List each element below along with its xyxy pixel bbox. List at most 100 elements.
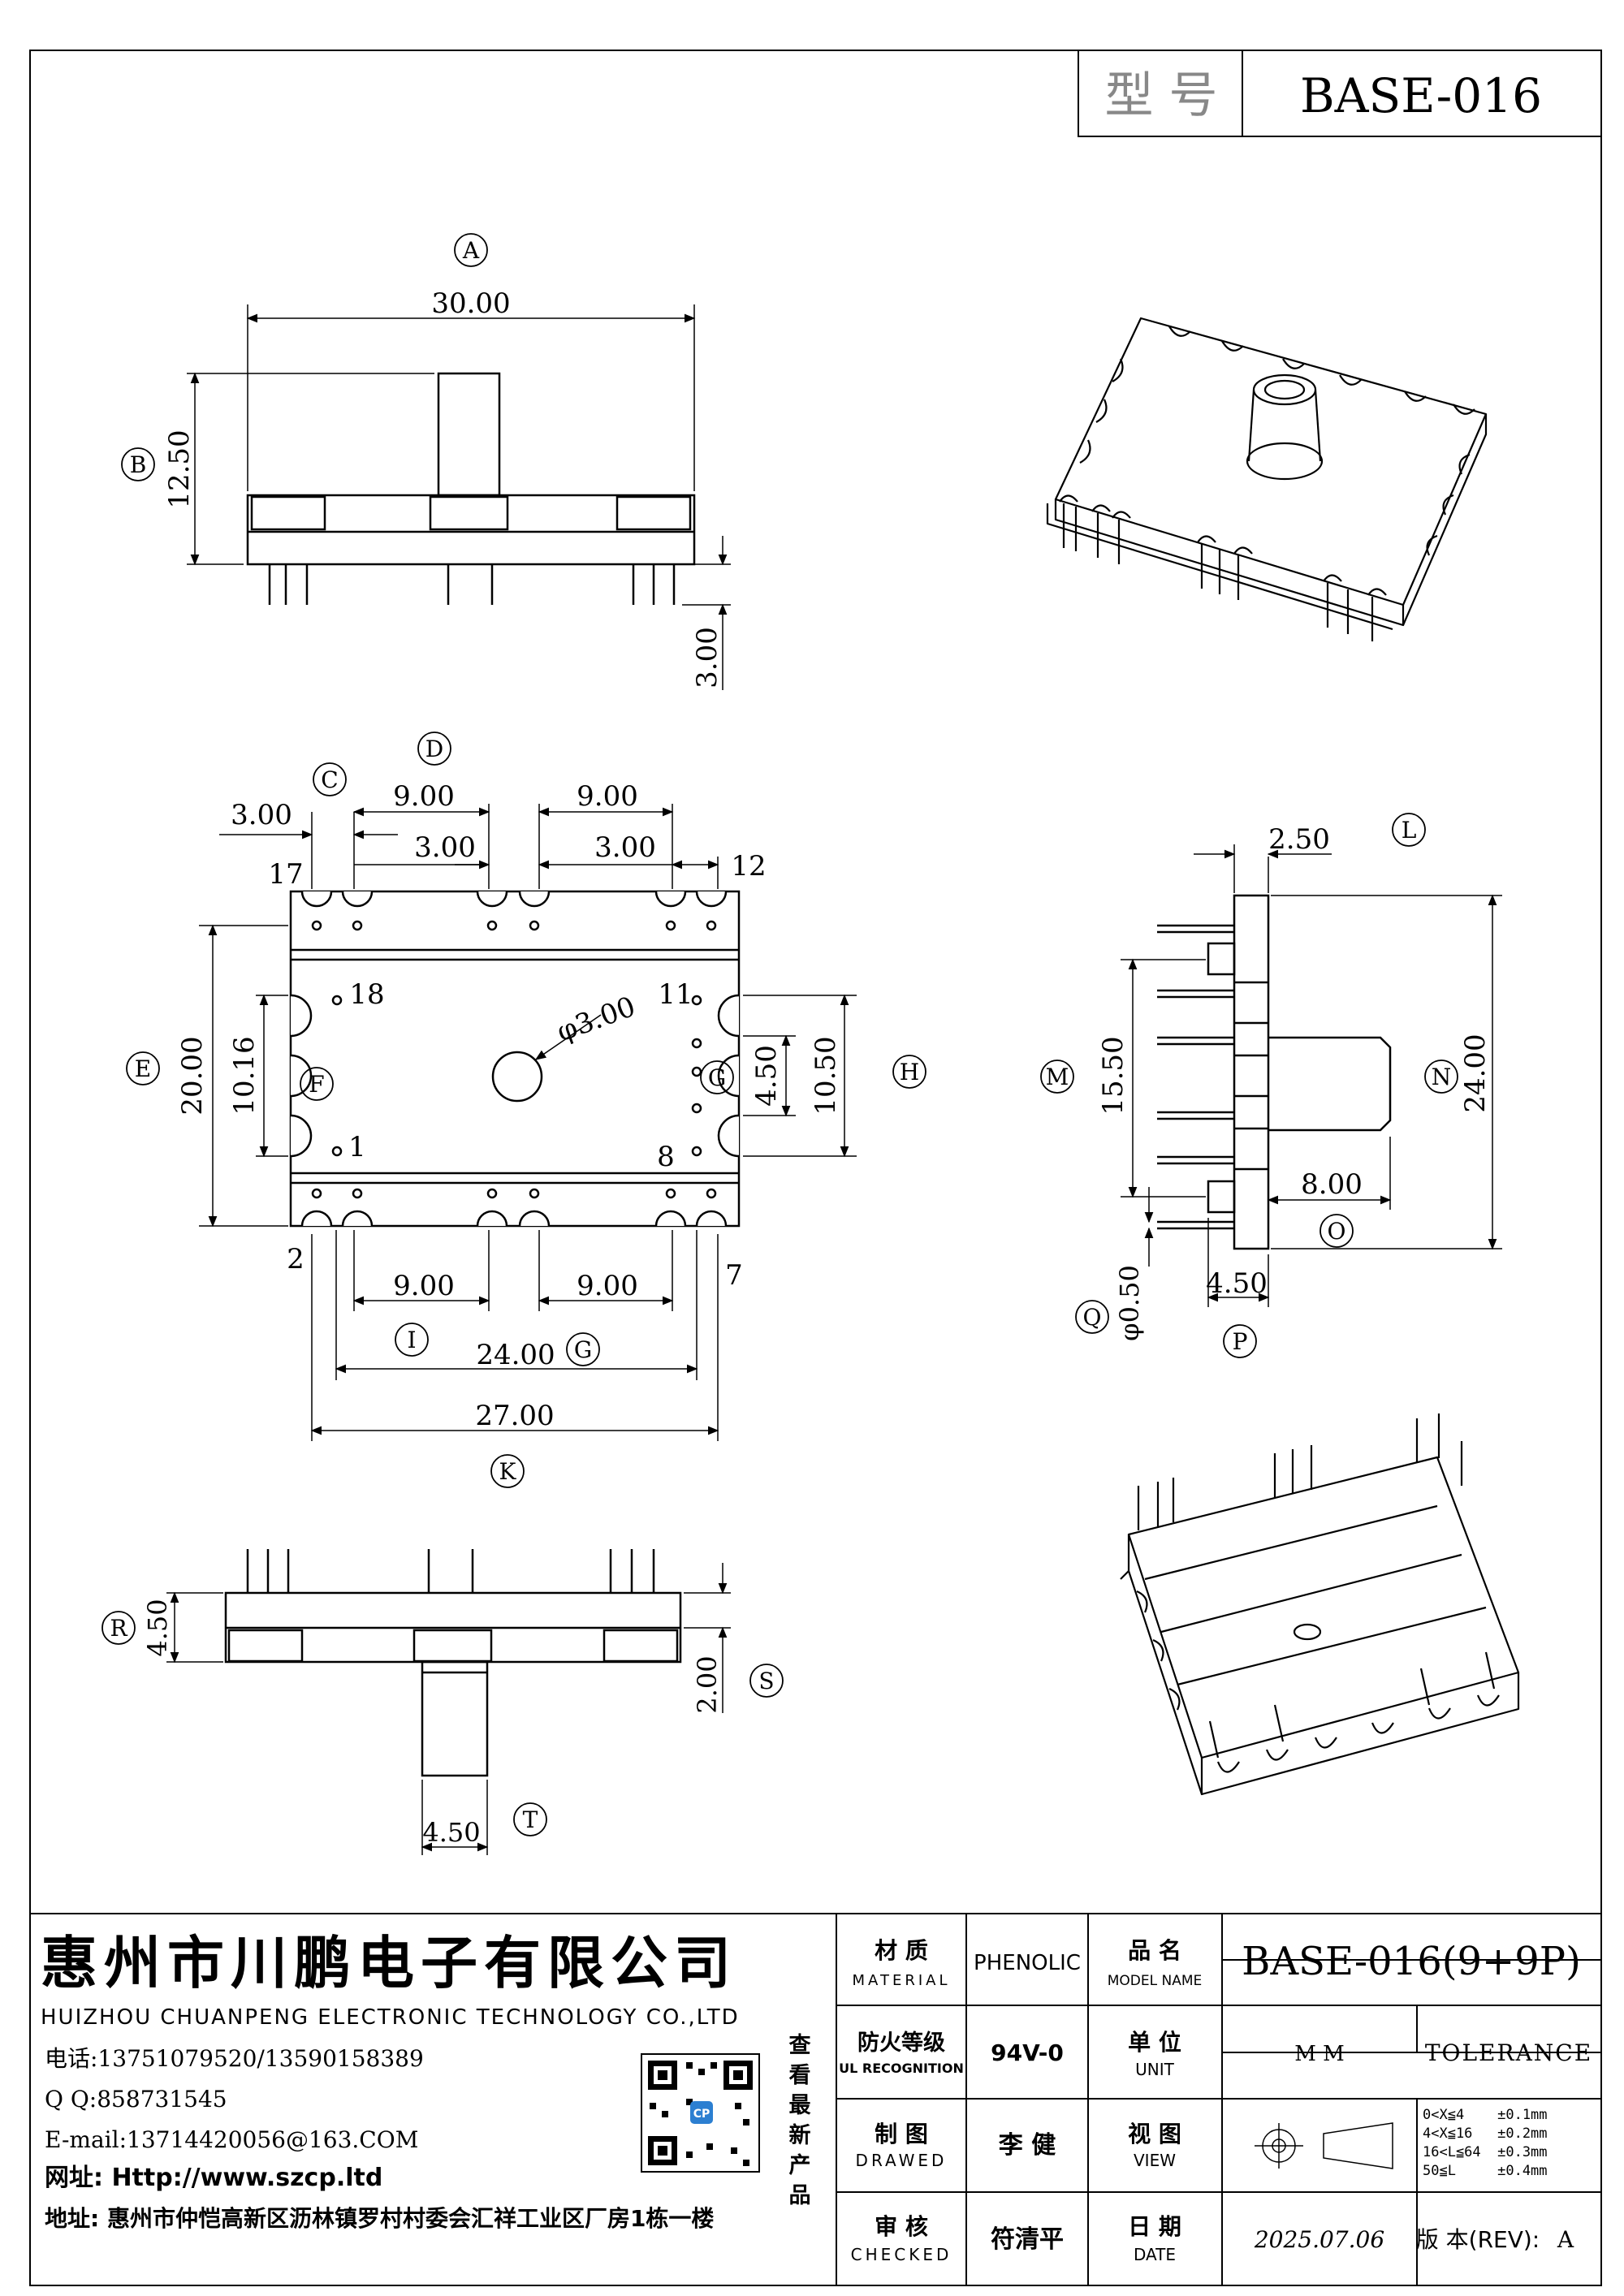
dim-value-f: 10.16 bbox=[228, 1036, 261, 1115]
company-phone: 电话:13751079520/13590158389 bbox=[45, 2045, 424, 2072]
material-label-en: MATERIAL bbox=[853, 1972, 951, 1989]
dim-value-g: 4.50 bbox=[750, 1045, 783, 1107]
tolerance-line-1: 4<X≦16 ±0.2mm bbox=[1423, 2126, 1548, 2142]
drawn-label-en: DRAWED bbox=[856, 2151, 948, 2170]
dim-value-27: 27.00 bbox=[475, 1400, 554, 1432]
tolerance-line-3: 50≦L ±0.4mm bbox=[1423, 2163, 1548, 2179]
sheet-border bbox=[29, 50, 1602, 2286]
dim-value-s: 2.00 bbox=[692, 1655, 723, 1713]
unit-label-en: UNIT bbox=[1135, 2060, 1174, 2079]
dim-value-24: 24.00 bbox=[476, 1339, 555, 1371]
pin-number-11: 11 bbox=[658, 978, 693, 1011]
revision-value: A bbox=[1557, 2226, 1574, 2253]
dim-value-t: 4.50 bbox=[422, 1817, 480, 1848]
checked-value: 符清平 bbox=[991, 2225, 1064, 2254]
side-view-dims bbox=[1121, 844, 1502, 1307]
dim-label-h: H bbox=[900, 1059, 919, 1085]
dim-value-n: 24.00 bbox=[1459, 1034, 1492, 1112]
dim-label-d: D bbox=[425, 736, 443, 762]
ul-label-en: UL RECOGNITION bbox=[839, 2061, 964, 2076]
view-label-cn: 视 图 bbox=[1128, 2121, 1181, 2147]
checked-label-cn: 审 核 bbox=[875, 2213, 928, 2240]
pin-number-1: 1 bbox=[348, 1131, 366, 1163]
company-email: E-mail:13714420056@163.COM bbox=[45, 2126, 418, 2153]
company-qq: Q Q:858731545 bbox=[45, 2086, 227, 2113]
qr-side-char-1: 看 bbox=[789, 2063, 811, 2088]
company-web: 网址: Http://www.szcp.ltd bbox=[45, 2164, 382, 2192]
top-view-labels: C D 3.00 9.00 9.00 3.00 3.00 17 12 18 11… bbox=[126, 732, 926, 1488]
tolerance-line-0: 0<X≦4 ±0.1mm bbox=[1423, 2107, 1548, 2123]
dim-value-d-sub-right: 3.00 bbox=[594, 831, 656, 864]
hole-diameter: φ3.00 bbox=[553, 990, 640, 1049]
tolerance-line-2: 16<L≦64 ±0.3mm bbox=[1423, 2144, 1548, 2160]
dim-value-12-5: 12.50 bbox=[163, 429, 196, 508]
qr-logo: CP bbox=[693, 2108, 710, 2121]
iso-view-bottom bbox=[1120, 1413, 1520, 1796]
drawn-label-cn: 制 图 bbox=[875, 2121, 928, 2147]
dim-value-pin-3: 3.00 bbox=[691, 627, 723, 688]
drawn-value: 李 健 bbox=[999, 2131, 1056, 2160]
dim-value-q: φ0.50 bbox=[1114, 1265, 1145, 1341]
model-name-label-en: MODEL NAME bbox=[1108, 1973, 1203, 1989]
dim-label-l: L bbox=[1402, 817, 1417, 844]
dim-label-i: I bbox=[407, 1327, 416, 1353]
model-name-label-cn: 品 名 bbox=[1128, 1937, 1181, 1964]
dim-value-i-right: 9.00 bbox=[577, 1270, 638, 1302]
dim-label-g2: G bbox=[574, 1336, 592, 1363]
revision-label: 版 本(REV): bbox=[1416, 2226, 1540, 2253]
dim-label-c: C bbox=[321, 766, 338, 793]
qr-side-char-5: 品 bbox=[789, 2183, 811, 2208]
dim-label-m: M bbox=[1046, 1064, 1069, 1090]
date-label-en: DATE bbox=[1134, 2245, 1176, 2264]
dim-value-o: 8.00 bbox=[1301, 1168, 1363, 1201]
dim-label-p: P bbox=[1233, 1328, 1248, 1355]
material-label-cn: 材 质 bbox=[875, 1937, 928, 1964]
bottom-view-labels: R 4.50 2.00 S T 4.50 bbox=[102, 1599, 784, 1848]
company-info: 惠州市川鹏电子有限公司 HUIZHOU CHUANPENG ELECTRONIC… bbox=[41, 1930, 740, 2232]
pin-number-8: 8 bbox=[657, 1141, 675, 1173]
qr-side-text: 查 看 最 新 产 品 bbox=[789, 2033, 811, 2208]
view-label-en: VIEW bbox=[1134, 2151, 1176, 2170]
qr-side-char-3: 新 bbox=[789, 2122, 811, 2148]
pin-number-18: 18 bbox=[349, 978, 384, 1011]
dim-label-g: G bbox=[708, 1064, 726, 1091]
dim-value-c: 3.00 bbox=[231, 799, 292, 831]
dim-label-b: B bbox=[130, 451, 147, 478]
pin-number-7: 7 bbox=[725, 1259, 743, 1292]
dim-value-p: 4.50 bbox=[1206, 1267, 1268, 1300]
model-header-value: BASE-016 bbox=[1300, 68, 1542, 123]
front-view-labels: A 30.00 B 12.50 3.00 bbox=[121, 233, 723, 688]
title-block-cells: 材 质 MATERIAL PHENOLIC 品 名 MODEL NAME BAS… bbox=[839, 1937, 1591, 2264]
dim-value-30: 30.00 bbox=[431, 287, 510, 320]
qr-side-char-4: 产 bbox=[789, 2153, 811, 2178]
dim-value-d-left: 9.00 bbox=[393, 780, 455, 813]
model-header-label: 型 号 bbox=[1104, 67, 1217, 124]
side-view bbox=[1157, 894, 1392, 1250]
title-block bbox=[30, 1913, 1601, 2285]
qr-side-char-2: 最 bbox=[789, 2093, 811, 2118]
company-address: 地址: 惠州市仲恺高新区沥林镇罗村村委会汇祥工业区厂房1栋一楼 bbox=[45, 2205, 714, 2232]
dim-value-d-sub-left: 3.00 bbox=[414, 831, 476, 864]
dim-label-e: E bbox=[135, 1055, 151, 1082]
dim-value-m: 15.50 bbox=[1097, 1036, 1129, 1115]
dim-label-k: K bbox=[499, 1458, 517, 1485]
company-name-en: HUIZHOU CHUANPENG ELECTRONIC TECHNOLOGY … bbox=[41, 2005, 740, 2030]
ul-label-cn: 防火等级 bbox=[857, 2030, 945, 2056]
dim-value-r: 4.50 bbox=[142, 1599, 173, 1656]
dim-label-q: Q bbox=[1083, 1304, 1102, 1331]
date-label-cn: 日 期 bbox=[1128, 2213, 1181, 2240]
date-value: 2025.07.06 bbox=[1254, 2226, 1384, 2253]
iso-view-top bbox=[1046, 317, 1488, 641]
unit-label-cn: 单 位 bbox=[1128, 2029, 1181, 2056]
ul-value: 94V-0 bbox=[991, 2039, 1064, 2066]
bottom-view-dims bbox=[166, 1563, 731, 1855]
pin-number-17: 17 bbox=[268, 858, 303, 891]
dim-label-f: F bbox=[309, 1071, 324, 1098]
qr-code: CP bbox=[641, 2053, 760, 2173]
dim-label-t: T bbox=[523, 1806, 538, 1833]
unit-value: M M bbox=[1294, 2042, 1345, 2066]
dim-value-l: 2.50 bbox=[1268, 823, 1330, 856]
dim-value-e: 20.00 bbox=[176, 1036, 209, 1115]
dim-value-d-right: 9.00 bbox=[577, 780, 638, 813]
